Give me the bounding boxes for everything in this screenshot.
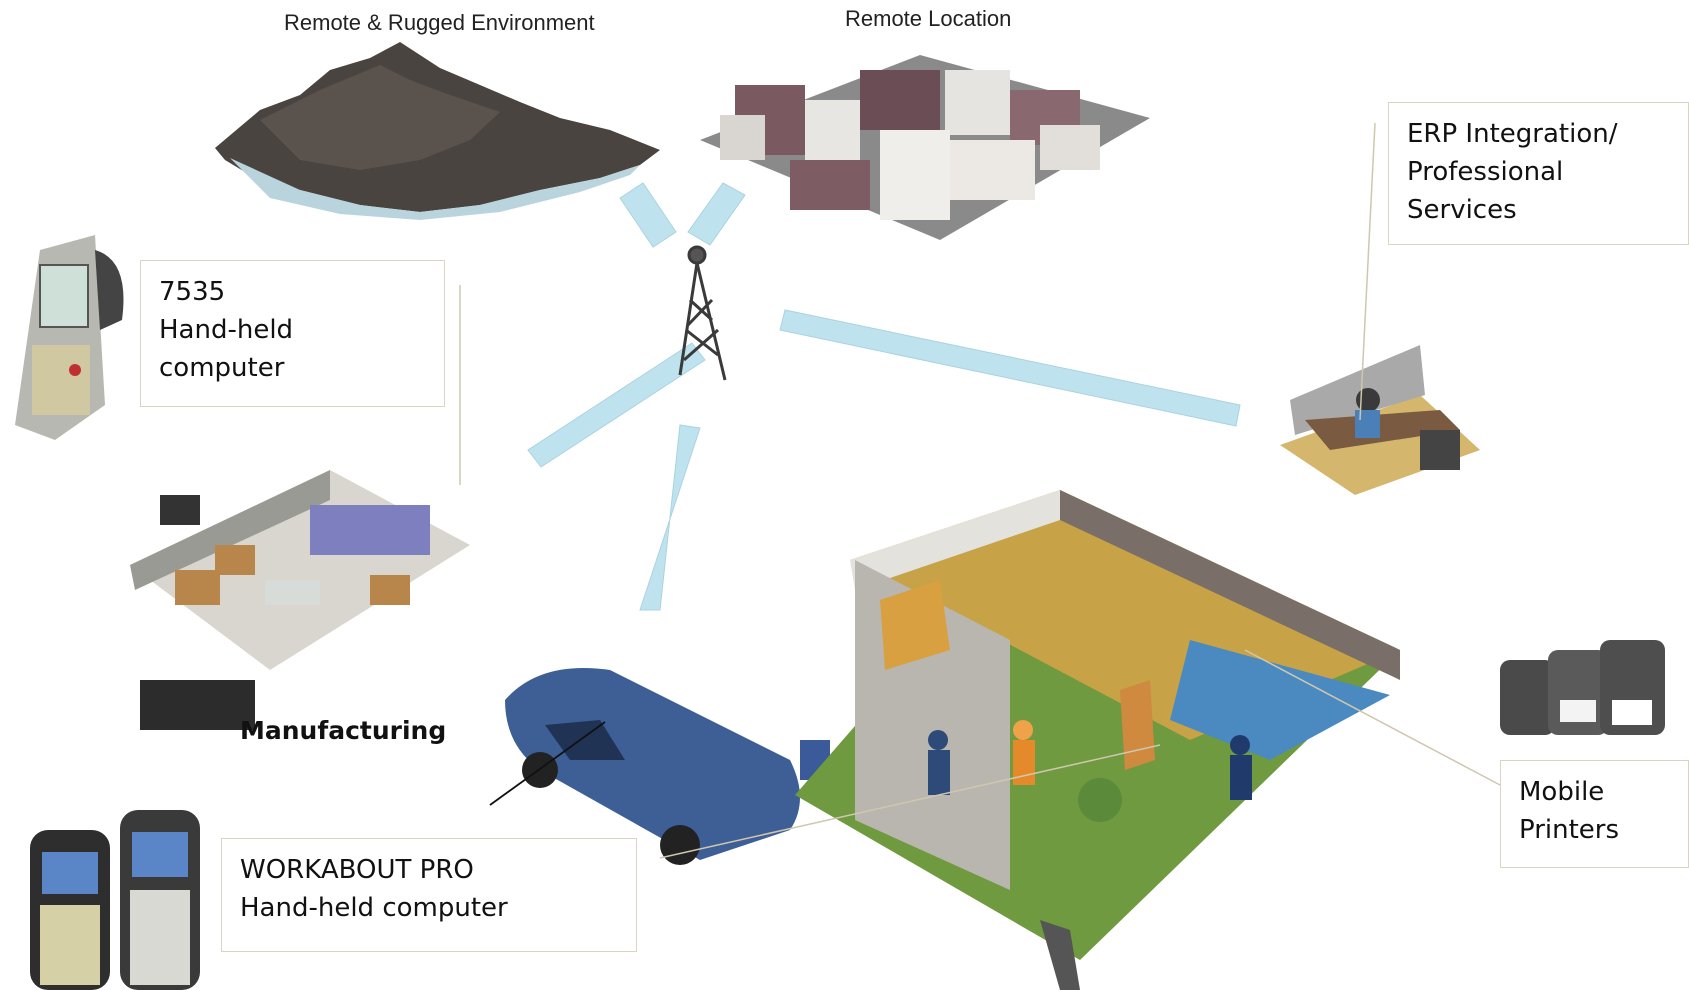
- workabout-line-2: Hand-held computer: [240, 893, 508, 923]
- erp-integration-box: ERP Integration/ Professional Services: [1388, 102, 1689, 245]
- leader-lines: [459, 122, 1501, 859]
- mountain-illustration: [215, 42, 660, 220]
- handheld-7535-line-1: 7535: [159, 277, 226, 307]
- erp-line-3: Services: [1407, 195, 1517, 225]
- workabout-line-1: WORKABOUT PRO: [240, 855, 474, 885]
- antenna-tower-illustration: [678, 245, 727, 381]
- van-pointer-line: [489, 721, 606, 806]
- workabout-pro-illustration: [30, 810, 200, 990]
- city-illustration: [700, 55, 1150, 240]
- van-illustration: [505, 668, 830, 865]
- remote-location-caption: Remote Location: [845, 6, 1012, 31]
- erp-line-1: ERP Integration/: [1407, 119, 1618, 149]
- handheld-7535-box: 7535 Hand-held computer: [140, 260, 445, 407]
- printers-line-1: Mobile: [1519, 777, 1605, 807]
- handheld-7535-line-2: Hand-held: [159, 315, 294, 345]
- mobile-printers-illustration: [1500, 640, 1665, 735]
- signal-beams: [527, 182, 1241, 611]
- printers-line-2: Printers: [1519, 815, 1620, 845]
- warehouse-illustration: [130, 470, 470, 730]
- erp-line-2: Professional: [1407, 157, 1564, 187]
- mobile-printers-box: Mobile Printers: [1500, 760, 1689, 868]
- office-desk-illustration: [1280, 345, 1480, 495]
- handheld-7535-line-3: computer: [159, 353, 285, 383]
- handheld-7535-illustration: [15, 235, 124, 440]
- remote-rugged-environment-caption: Remote & Rugged Environment: [284, 10, 595, 35]
- house-cutaway-illustration: [795, 490, 1400, 990]
- workabout-pro-box: WORKABOUT PRO Hand-held computer: [221, 838, 637, 952]
- manufacturing-label: Manufacturing: [240, 716, 447, 745]
